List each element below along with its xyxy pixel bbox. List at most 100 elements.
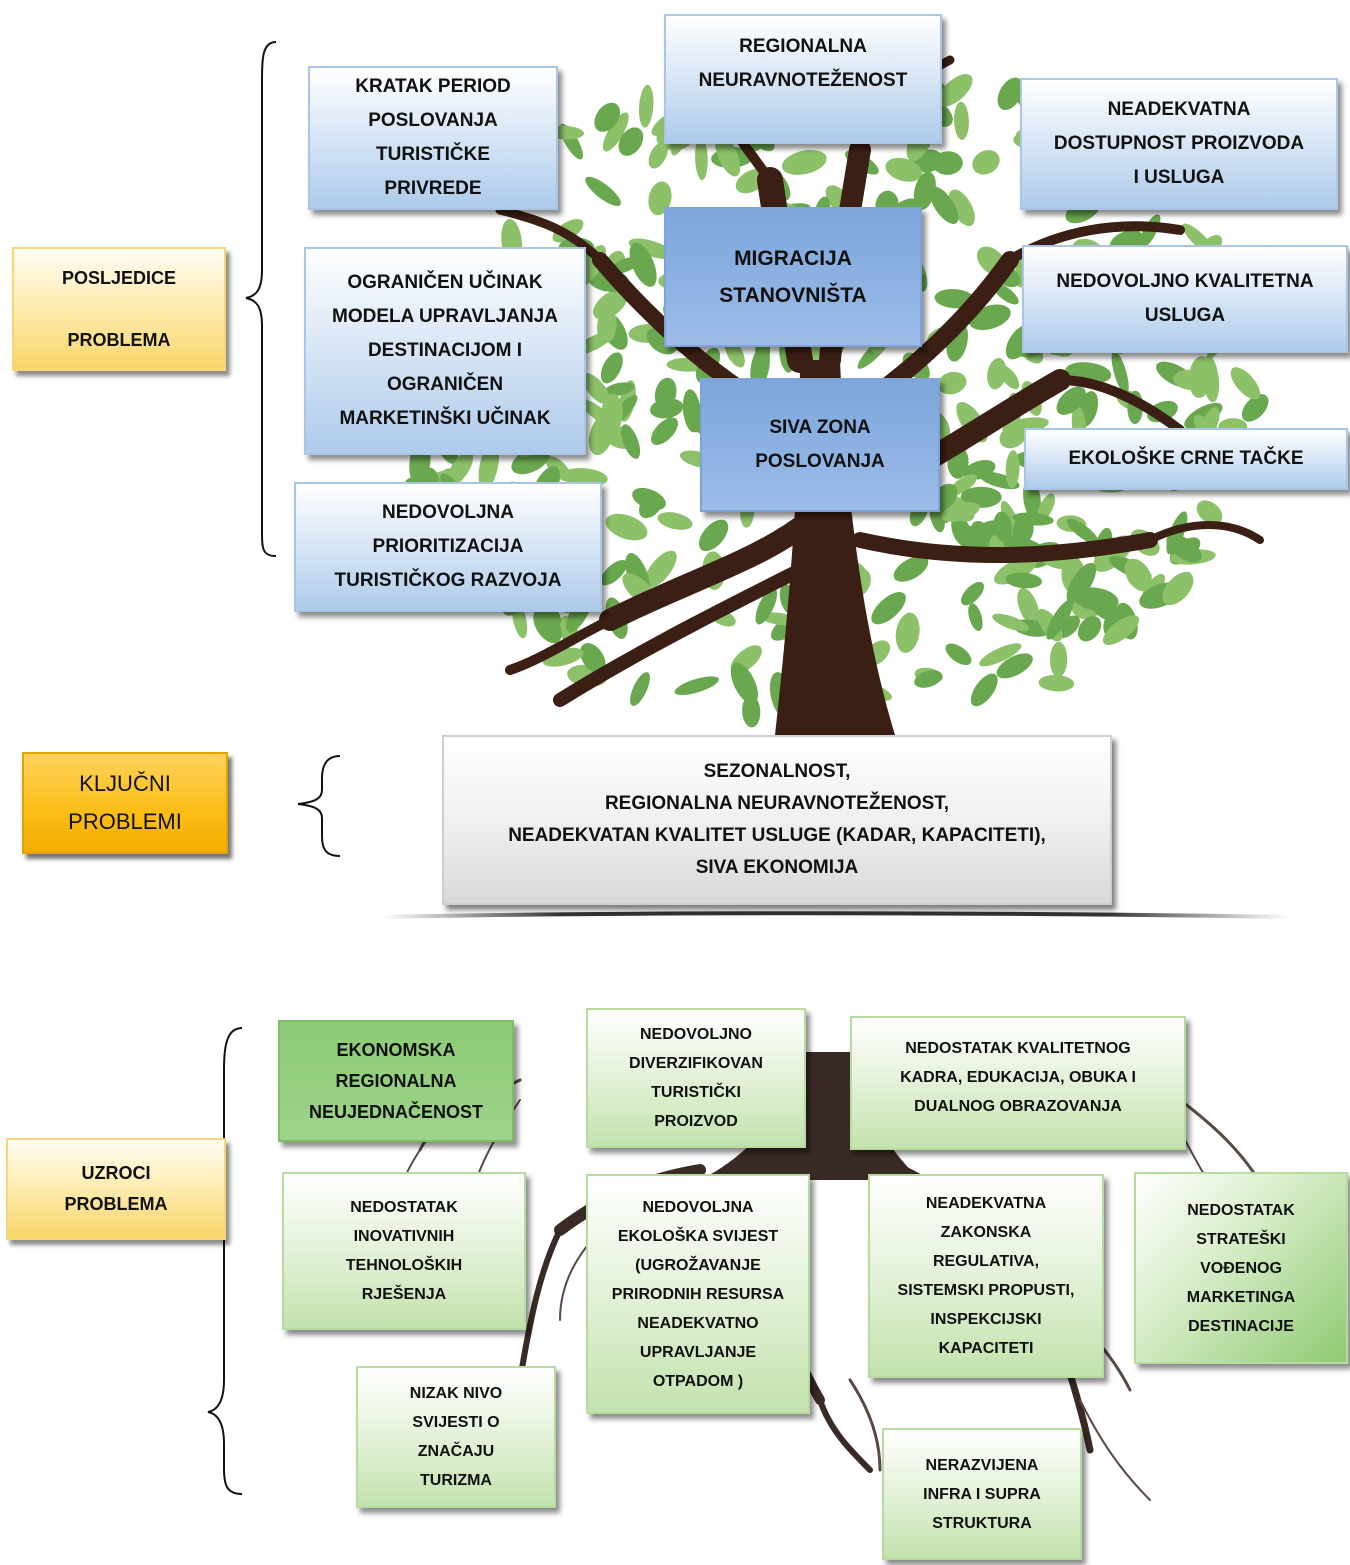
leaf (605, 513, 648, 541)
leaf (654, 377, 677, 410)
leaf (698, 519, 729, 552)
leaf (993, 511, 1012, 542)
consequence-short-business-period: KRATAK PERIOD POSLOVANJA TURISTIČKE PRIV… (308, 66, 558, 210)
consequence-population-migration: MIGRACIJA STANOVNIŠTA (664, 207, 922, 347)
leaf (715, 133, 741, 177)
leaf (1173, 369, 1209, 391)
leaf (1038, 674, 1075, 692)
leaf (895, 612, 920, 653)
consequence-ecological-black-spots: EKOLOŠKE CRNE TAČKE (1024, 428, 1348, 490)
leaf (621, 424, 641, 459)
leaf (1111, 350, 1129, 395)
consequence-insufficient-prioritization: NEDOVOLJNA PRIORITIZACIJA TURISTIČKOG RA… (294, 482, 602, 612)
leaf (582, 373, 610, 405)
leaf (961, 581, 984, 606)
consequence-insufficient-service-quality: NEDOVOLJNO KVALITETNA USLUGA (1022, 245, 1348, 353)
leaf (972, 150, 1000, 175)
cause-economic-regional-unevenness: EKONOMSKA REGIONALNA NEUJEDNAČENOST (278, 1020, 514, 1142)
brace-causes (207, 1027, 243, 1495)
leaf (954, 101, 969, 140)
leaf (999, 424, 1027, 449)
brace-key-problems (297, 755, 341, 857)
causes-label: UZROCI PROBLEMA (6, 1138, 226, 1240)
leaf (632, 487, 666, 511)
leaf (1230, 367, 1261, 400)
cause-underdeveloped-infrastructure: NERAZVIJENA INFRA I SUPRA STRUKTURA (882, 1428, 1082, 1560)
leaf (1202, 355, 1220, 403)
leaf (913, 171, 936, 211)
leaf (1005, 572, 1043, 589)
cause-lack-of-strategic-marketing: NEDOSTATAK STRATEŠKI VOĐENOG MARKETINGA … (1134, 1172, 1348, 1364)
leaf (604, 382, 635, 397)
leaf (1102, 615, 1140, 645)
leaf (885, 157, 923, 182)
leaf (1066, 562, 1097, 604)
leaf (1049, 641, 1068, 678)
consequences-label: POSLJEDICE PROBLEMA (12, 247, 226, 371)
braces-group (207, 41, 341, 1495)
leaf (644, 550, 677, 589)
leaf (1241, 394, 1269, 422)
leaf (1017, 587, 1040, 626)
leaf (600, 352, 623, 384)
leaf (657, 512, 693, 530)
leaf (618, 127, 644, 156)
leaf (996, 653, 1033, 679)
leaf (937, 371, 967, 395)
leaf (628, 238, 674, 259)
leaf (914, 670, 943, 688)
leaf (755, 587, 778, 625)
consequence-limited-management-effect: OGRANIČEN UČINAK MODELA UPRAVLJANJA DEST… (304, 247, 586, 455)
leaf (651, 417, 678, 445)
leaf (1005, 450, 1020, 489)
cause-insufficient-ecological-awareness: NEDOVOLJNA EKOLOŠKA SVIJEST (UGROŽAVANJE… (586, 1174, 810, 1414)
leaf (593, 289, 628, 320)
leaf (1077, 616, 1102, 642)
leaf (648, 181, 672, 216)
leaf (994, 556, 1037, 585)
leaf (1046, 599, 1073, 640)
leaf (1164, 571, 1192, 595)
leaf (893, 556, 929, 582)
leaf (937, 74, 973, 107)
leaf (992, 613, 1029, 632)
leaf (968, 603, 983, 632)
leaf (871, 592, 906, 625)
leaf (929, 186, 959, 224)
cause-lack-of-quality-staff: NEDOSTATAK KVALITETNOG KADRA, EDUKACIJA,… (850, 1016, 1186, 1150)
leaf (742, 695, 761, 728)
leaf (945, 643, 972, 666)
leaf (630, 672, 650, 706)
leaf (781, 149, 827, 175)
leaf (600, 560, 628, 586)
leaf (638, 84, 654, 128)
leaf (1066, 518, 1099, 545)
leaf (1124, 558, 1152, 592)
leaf (585, 176, 621, 207)
leaf (1196, 500, 1223, 525)
leaf (1056, 386, 1086, 415)
cause-low-tourism-awareness: NIZAK NIVO SVIJESTI O ZNAČAJU TURIZMA (356, 1366, 556, 1508)
leaf (941, 502, 980, 522)
leaf (674, 676, 719, 696)
cause-insufficiently-diversified-product: NEDOVOLJNO DIVERZIFIKOVAN TURISTIČKI PRO… (586, 1008, 806, 1148)
leaf (446, 451, 474, 487)
leaf (600, 393, 623, 435)
leaf (951, 515, 973, 548)
consequence-grey-zone: SIVA ZONA POSLOVANJA (700, 378, 940, 512)
key-problems-box: SEZONALNOST, REGIONALNA NEURAVNOTEŽENOST… (442, 735, 1112, 905)
consequence-regional-imbalance: REGIONALNA NEURAVNOTEŽENOST (664, 14, 942, 144)
leaf (648, 142, 668, 169)
cause-inadequate-legislation: NEADEKVATNA ZAKONSKA REGULATIVA, SISTEMS… (868, 1174, 1104, 1378)
leaf (695, 136, 708, 181)
leaf (1012, 512, 1054, 526)
leaf (730, 662, 758, 705)
leaf (594, 102, 621, 132)
cause-lack-of-innovative-tech: NEDOSTATAK INOVATIVNIH TEHNOLOŠKIH RJEŠE… (282, 1172, 526, 1330)
leaf (948, 189, 975, 227)
consequence-inadequate-availability: NEADEKVATNA DOSTUPNOST PROIZVODA I USLUG… (1020, 78, 1338, 210)
leaf (979, 643, 1022, 667)
key-problems-label: KLJUČNI PROBLEMI (22, 752, 228, 854)
leaf (597, 308, 617, 344)
leaf (533, 608, 562, 644)
